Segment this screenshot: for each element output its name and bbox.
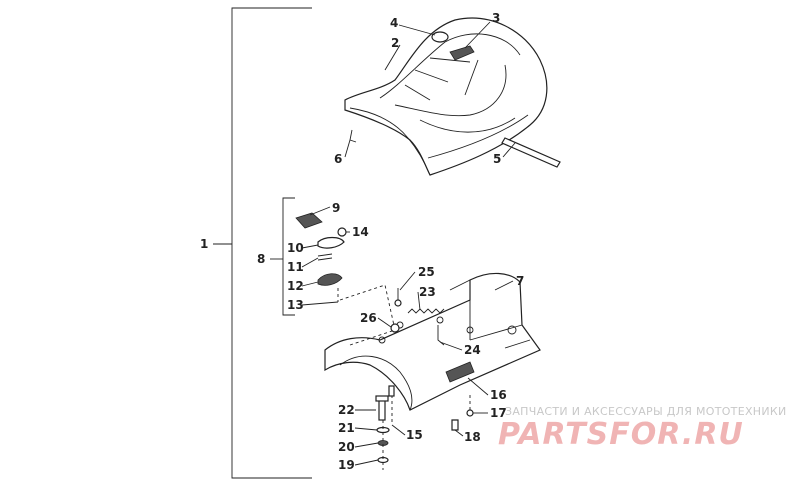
seat-part[interactable] bbox=[344, 17, 548, 176]
callout-22[interactable]: 22 bbox=[338, 403, 355, 417]
callout-15[interactable]: 15 bbox=[406, 428, 423, 442]
latch-spring-11[interactable] bbox=[317, 253, 333, 261]
callout-25[interactable]: 25 bbox=[418, 265, 435, 279]
washer-26[interactable] bbox=[390, 323, 400, 333]
latch-assembly[interactable] bbox=[295, 212, 347, 302]
fastener-stack[interactable] bbox=[375, 385, 474, 470]
seat-emblem-4[interactable] bbox=[431, 31, 449, 43]
callout-24[interactable]: 24 bbox=[464, 343, 481, 357]
latch-plate-10[interactable] bbox=[317, 236, 345, 249]
small-hardware[interactable] bbox=[390, 288, 445, 346]
callout-17[interactable]: 17 bbox=[490, 406, 507, 420]
hook-24[interactable] bbox=[437, 325, 445, 346]
callout-18[interactable]: 18 bbox=[464, 430, 481, 444]
callout-10[interactable]: 10 bbox=[287, 241, 304, 255]
latch-base-12[interactable] bbox=[317, 273, 343, 286]
callout-19[interactable]: 19 bbox=[338, 458, 355, 472]
seat-strap-part[interactable] bbox=[501, 137, 561, 168]
hinge-bracket-part[interactable] bbox=[445, 361, 475, 383]
assembly-bracket-1 bbox=[213, 7, 312, 479]
callout-13[interactable]: 13 bbox=[287, 298, 304, 312]
callout-16[interactable]: 16 bbox=[490, 388, 507, 402]
callout-labels: 1 2 3 4 5 6 7 8 9 10 11 12 13 14 15 16 1… bbox=[200, 11, 524, 472]
watermark-caption: ЗАПЧАСТИ И АКСЕССУАРЫ ДЛЯ МОТОТЕХНИКИ bbox=[505, 405, 787, 418]
callout-7[interactable]: 7 bbox=[516, 274, 524, 288]
callout-26[interactable]: 26 bbox=[360, 311, 377, 325]
callout-23[interactable]: 23 bbox=[419, 285, 436, 299]
callout-4[interactable]: 4 bbox=[390, 16, 398, 30]
latch-bracket-8 bbox=[270, 197, 295, 316]
seat-handle-3[interactable] bbox=[449, 45, 475, 61]
callout-14[interactable]: 14 bbox=[352, 225, 369, 239]
clip-17[interactable] bbox=[466, 409, 474, 417]
callout-6[interactable]: 6 bbox=[334, 152, 342, 166]
callout-5[interactable]: 5 bbox=[493, 152, 501, 166]
callout-8[interactable]: 8 bbox=[257, 252, 265, 266]
callout-21[interactable]: 21 bbox=[338, 421, 355, 435]
callout-9[interactable]: 9 bbox=[332, 201, 340, 215]
screw-18[interactable] bbox=[451, 419, 459, 431]
callout-12[interactable]: 12 bbox=[287, 279, 304, 293]
callout-20[interactable]: 20 bbox=[338, 440, 355, 454]
watermark-brand-logo: PARTSFOR.RU bbox=[498, 417, 744, 452]
spring-part[interactable] bbox=[407, 308, 445, 314]
latch-cover-9[interactable] bbox=[295, 212, 323, 229]
seat-base-part[interactable] bbox=[324, 272, 541, 411]
callout-1[interactable]: 1 bbox=[200, 237, 208, 251]
callout-11[interactable]: 11 bbox=[287, 260, 304, 274]
seat-clip-part[interactable] bbox=[349, 129, 357, 143]
latch-nut-14[interactable] bbox=[337, 227, 347, 237]
callout-2[interactable]: 2 bbox=[391, 36, 399, 50]
callout-leaders bbox=[301, 21, 516, 466]
callout-3[interactable]: 3 bbox=[492, 11, 500, 25]
bolt-22[interactable] bbox=[378, 399, 386, 421]
